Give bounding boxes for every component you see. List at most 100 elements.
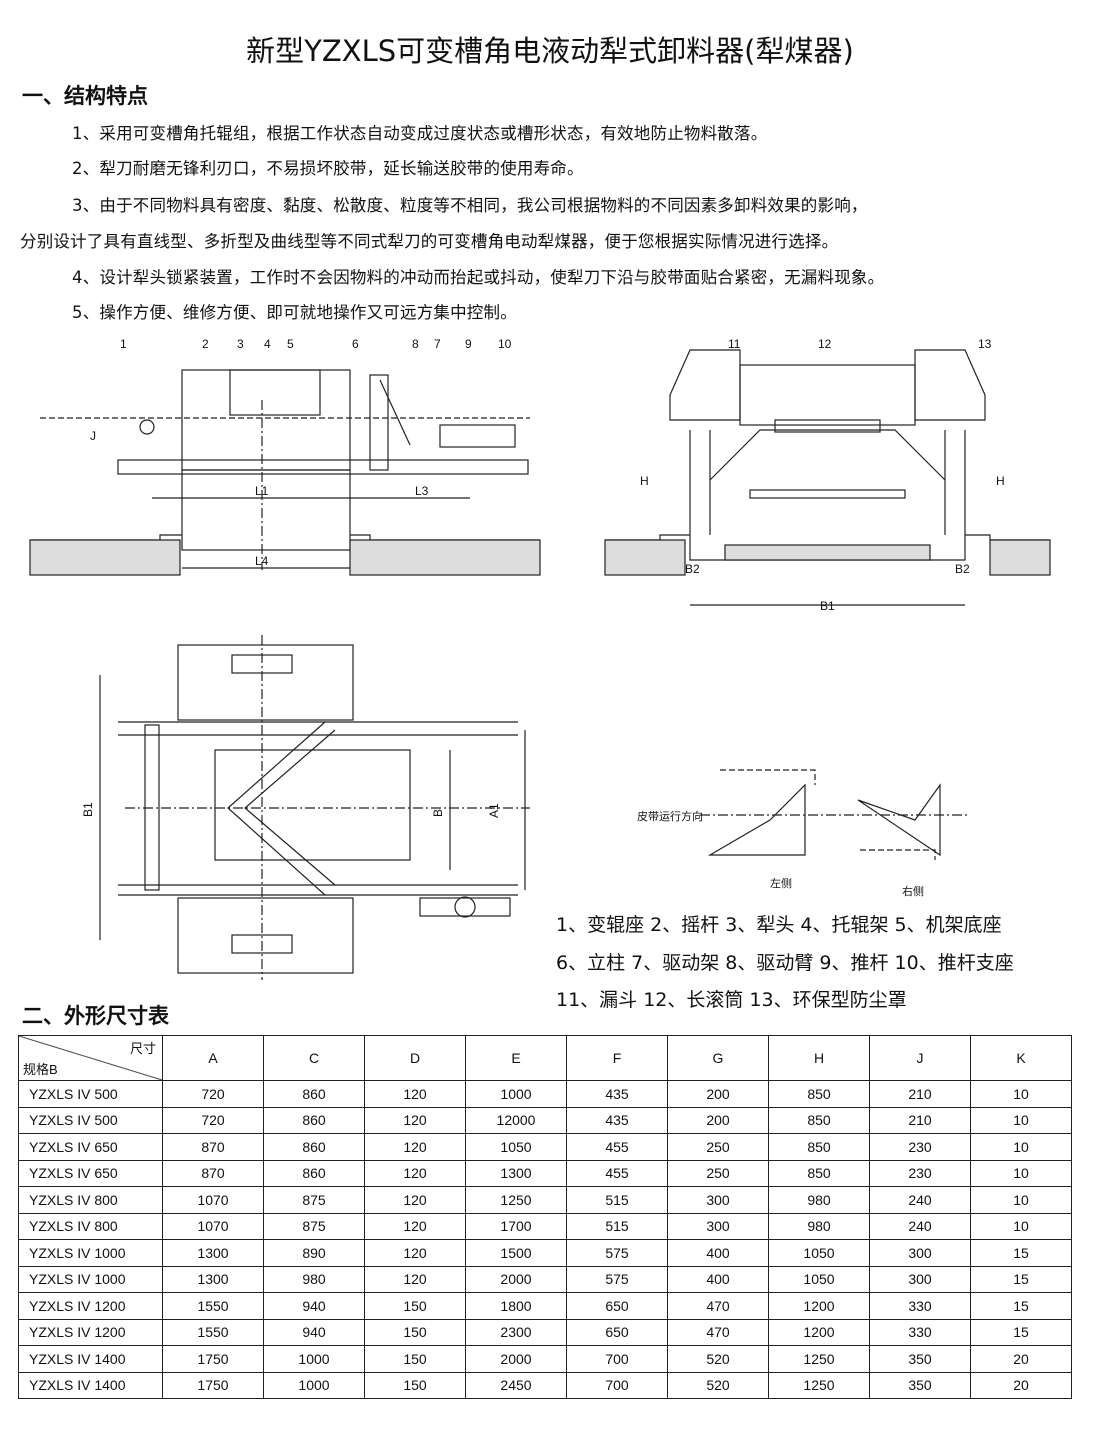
- value-cell: 250: [667, 1159, 769, 1187]
- value-cell: 120: [364, 1265, 466, 1293]
- value-cell: 940: [263, 1292, 365, 1320]
- dimension-label: B: [431, 809, 445, 817]
- value-cell: 700: [566, 1371, 668, 1399]
- column-header: E: [465, 1035, 567, 1081]
- value-cell: 515: [566, 1212, 668, 1240]
- end-view-drawing: [604, 349, 1051, 606]
- value-cell: 470: [667, 1292, 769, 1320]
- belt-direction-label: 皮带运行方向: [637, 809, 703, 823]
- value-cell: 980: [768, 1212, 870, 1240]
- left-side-label: 左侧: [770, 877, 792, 890]
- part-number: 7: [434, 337, 441, 351]
- value-cell: 330: [869, 1292, 971, 1320]
- value-cell: 700: [566, 1345, 668, 1373]
- value-cell: 1700: [465, 1212, 567, 1240]
- value-cell: 230: [869, 1133, 971, 1161]
- value-cell: 330: [869, 1318, 971, 1346]
- value-cell: 575: [566, 1265, 668, 1293]
- dimension-label: B1: [820, 599, 835, 613]
- value-cell: 120: [364, 1212, 466, 1240]
- value-cell: 890: [263, 1239, 365, 1267]
- feature-item: 3、由于不同物料具有密度、黏度、松散度、粒度等不相同，我公司根据物料的不同因素多…: [72, 196, 868, 215]
- corner-header-cell: 尺寸规格B: [18, 1035, 163, 1081]
- value-cell: 300: [667, 1212, 769, 1240]
- value-cell: 1750: [162, 1345, 264, 1373]
- right-side-label: 右侧: [902, 884, 924, 898]
- column-header: H: [768, 1035, 870, 1081]
- dimension-label: L1: [255, 484, 269, 498]
- part-number: 13: [978, 337, 992, 351]
- value-cell: 515: [566, 1186, 668, 1214]
- dimension-label: H: [996, 474, 1005, 488]
- dimension-label: L4: [255, 554, 269, 568]
- value-cell: 1300: [465, 1159, 567, 1187]
- section-heading-dimensions: 二、外形尺寸表: [22, 1004, 169, 1028]
- value-cell: 200: [667, 1080, 769, 1108]
- value-cell: 940: [263, 1318, 365, 1346]
- dimension-label: J: [90, 429, 96, 443]
- model-cell: YZXLS IV 1000: [18, 1239, 163, 1267]
- plan-view-labels: B1 B A1 皮带运行方向 左侧 右侧: [81, 802, 924, 898]
- value-cell: 875: [263, 1212, 365, 1240]
- model-cell: YZXLS IV 1200: [18, 1292, 163, 1320]
- value-cell: 10: [970, 1080, 1072, 1108]
- value-cell: 850: [768, 1080, 870, 1108]
- value-cell: 720: [162, 1080, 264, 1108]
- feature-item: 5、操作方便、维修方便、即可就地操作又可远方集中控制。: [72, 303, 517, 322]
- part-number: 9: [465, 337, 472, 351]
- value-cell: 1050: [768, 1239, 870, 1267]
- parts-legend-line: 11、漏斗 12、长滚筒 13、环保型防尘罩: [556, 989, 907, 1011]
- model-cell: YZXLS IV 1200: [18, 1318, 163, 1346]
- value-cell: 120: [364, 1186, 466, 1214]
- value-cell: 1200: [768, 1292, 870, 1320]
- value-cell: 850: [768, 1106, 870, 1134]
- side-view-drawing: [29, 369, 541, 576]
- value-cell: 455: [566, 1133, 668, 1161]
- column-header: K: [970, 1035, 1072, 1081]
- value-cell: 1250: [768, 1371, 870, 1399]
- column-header: C: [263, 1035, 365, 1081]
- value-cell: 200: [667, 1106, 769, 1134]
- dimension-label: H: [640, 474, 649, 488]
- value-cell: 15: [970, 1265, 1072, 1293]
- value-cell: 650: [566, 1292, 668, 1320]
- value-cell: 120: [364, 1080, 466, 1108]
- part-number: 12: [818, 337, 832, 351]
- model-cell: YZXLS IV 1400: [18, 1345, 163, 1373]
- value-cell: 400: [667, 1265, 769, 1293]
- value-cell: 455: [566, 1159, 668, 1187]
- value-cell: 20: [970, 1345, 1072, 1373]
- dimension-label: B2: [955, 562, 970, 576]
- value-cell: 120: [364, 1239, 466, 1267]
- value-cell: 870: [162, 1133, 264, 1161]
- value-cell: 1050: [465, 1133, 567, 1161]
- model-cell: YZXLS IV 1400: [18, 1371, 163, 1399]
- value-cell: 2000: [465, 1345, 567, 1373]
- section-heading-features: 一、结构特点: [22, 84, 148, 108]
- parts-legend-line: 6、立柱 7、驱动架 8、驱动臂 9、推杆 10、推杆支座: [556, 952, 1014, 974]
- model-cell: YZXLS IV 500: [18, 1080, 163, 1108]
- value-cell: 1250: [465, 1186, 567, 1214]
- value-cell: 15: [970, 1292, 1072, 1320]
- part-number: 8: [412, 337, 419, 351]
- value-cell: 1000: [465, 1080, 567, 1108]
- model-cell: YZXLS IV 800: [18, 1212, 163, 1240]
- value-cell: 120: [364, 1133, 466, 1161]
- model-cell: YZXLS IV 1000: [18, 1265, 163, 1293]
- value-cell: 1070: [162, 1212, 264, 1240]
- value-cell: 1200: [768, 1318, 870, 1346]
- column-header: D: [364, 1035, 466, 1081]
- value-cell: 980: [263, 1265, 365, 1293]
- feature-item: 4、设计犁头锁紧装置，工作时不会因物料的冲动而抬起或抖动，使犁刀下沿与胶带面贴合…: [72, 268, 885, 287]
- value-cell: 850: [768, 1133, 870, 1161]
- value-cell: 20: [970, 1371, 1072, 1399]
